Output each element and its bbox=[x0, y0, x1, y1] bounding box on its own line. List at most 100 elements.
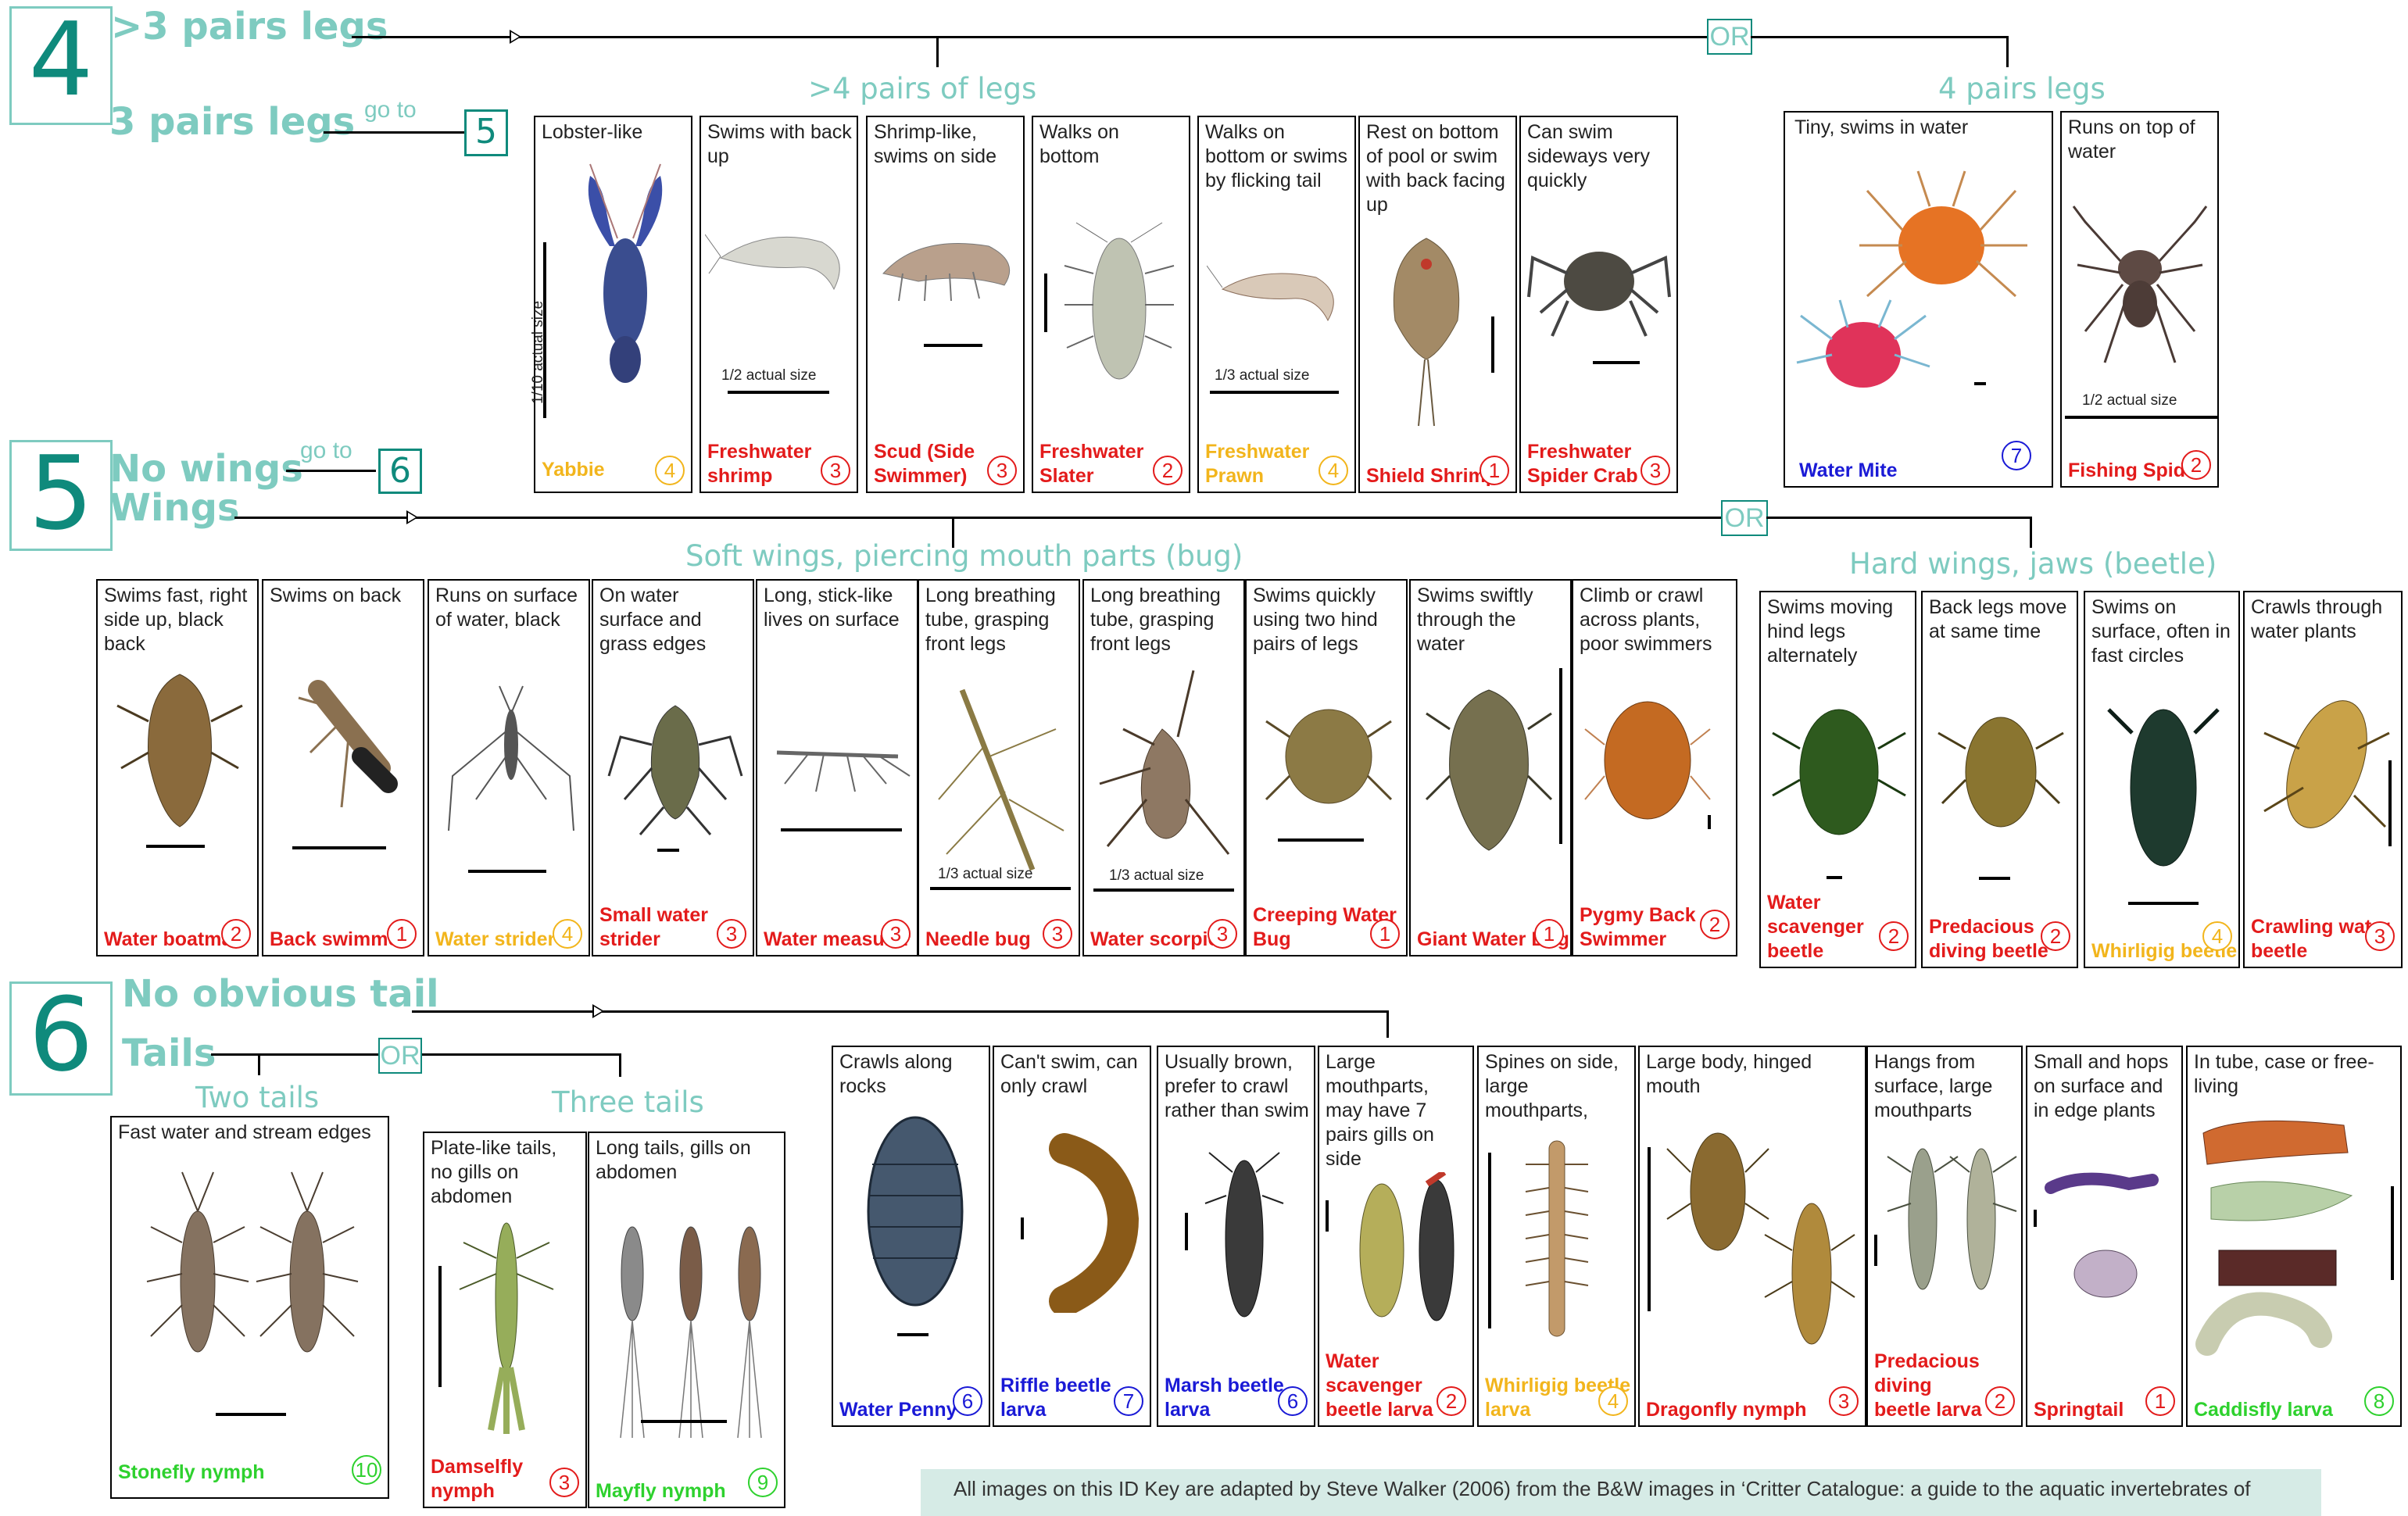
card-description: Long, stick-like lives on surface bbox=[764, 584, 912, 632]
taxon-name: Water Penny bbox=[839, 1398, 957, 1422]
card-back-swimmer[interactable]: Swims on back Back swimmer 1 bbox=[262, 579, 424, 956]
taxon-name: Shield Shrimp bbox=[1366, 464, 1497, 488]
card-freshwater-prawn[interactable]: Walks on bottom or swims by flicking tai… bbox=[1197, 116, 1356, 493]
goto-step-5-box[interactable]: 5 bbox=[464, 109, 508, 156]
card-yabbie[interactable]: Lobster-like 1/10 actual size Yabbie 4 bbox=[534, 116, 692, 493]
taxon-name: Dragonfly nymph bbox=[1646, 1398, 1807, 1422]
taxon-name: Back swimmer bbox=[270, 928, 406, 952]
card-predacious-diving-beetle[interactable]: Back legs move at same time Predacious d… bbox=[1921, 591, 2078, 968]
card-crawling-water-beetle[interactable]: Crawls through water plants Crawling wat… bbox=[2243, 591, 2403, 968]
sensitivity-score: 2 bbox=[1700, 910, 1730, 939]
branch-label-bug: Soft wings, piercing mouth parts (bug) bbox=[685, 539, 1243, 573]
card-dragonfly-nymph[interactable]: Large body, hinged mouth Dragonfly nymph… bbox=[1638, 1046, 1866, 1427]
card-water-measurer[interactable]: Long, stick-like lives on surface Water … bbox=[756, 579, 918, 956]
card-description: Swims swiftly through the water bbox=[1417, 584, 1565, 656]
card-description: Fast water and stream edges bbox=[118, 1121, 383, 1145]
sensitivity-score: 1 bbox=[1480, 456, 1509, 485]
card-water-strider[interactable]: Runs on surface of water, black Water st… bbox=[428, 579, 590, 956]
connector-line bbox=[1766, 517, 2032, 519]
card-mayfly-nymph[interactable]: Long tails, gills on abdomen Mayfly nymp… bbox=[588, 1132, 785, 1508]
sensitivity-score: 3 bbox=[987, 456, 1017, 485]
card-predacious-diving-beetle-larva[interactable]: Hangs from surface, large mouthparts Pre… bbox=[1866, 1046, 2023, 1427]
card-creeping-water-bug[interactable]: Swims quickly using two hind pairs of le… bbox=[1245, 579, 1408, 956]
creeping-water-bug-illustration bbox=[1262, 690, 1395, 815]
card-whirligig-beetle[interactable]: Swims on surface, often in fast circles … bbox=[2084, 591, 2240, 968]
card-water-boatman[interactable]: Swims fast, right side up, black back Wa… bbox=[96, 579, 259, 956]
card-description: Large mouthparts, may have 7 pairs gills… bbox=[1326, 1050, 1468, 1171]
card-caddisfly-larva[interactable]: In tube, case or free-living Caddisfly l… bbox=[2186, 1046, 2402, 1427]
scale-bar bbox=[216, 1413, 286, 1416]
card-marsh-beetle-larva[interactable]: Usually brown, prefer to crawl rather th… bbox=[1157, 1046, 1315, 1427]
yabbie-illustration bbox=[567, 160, 684, 395]
option-more-than-3-pairs-legs: >3 pairs legs bbox=[111, 5, 388, 48]
card-shield-shrimp[interactable]: Rest on bottom of pool or swim with back… bbox=[1358, 116, 1517, 493]
scale-bar bbox=[1491, 316, 1494, 373]
taxon-name: Pygmy Back Swimmer bbox=[1580, 903, 1697, 952]
arrow-icon bbox=[510, 30, 521, 44]
card-damselfly-nymph[interactable]: Plate-like tails, no gills on abdomen Da… bbox=[423, 1132, 587, 1508]
shield-shrimp-illustration bbox=[1379, 234, 1473, 430]
card-water-scorpion[interactable]: Long breathing tube, grasping front legs… bbox=[1082, 579, 1245, 956]
crawling-water-beetle-illustration bbox=[2256, 678, 2393, 866]
card-needle-bug[interactable]: Long breathing tube, grasping front legs… bbox=[918, 579, 1080, 956]
or-box: OR bbox=[1721, 500, 1768, 536]
sensitivity-score: 2 bbox=[2041, 921, 2070, 951]
scale-bar bbox=[1021, 1217, 1024, 1239]
arrow-icon bbox=[592, 1004, 604, 1018]
scale-bar bbox=[1708, 815, 1711, 829]
card-scud[interactable]: Shrimp-like, swims on side Scud (Side Sw… bbox=[866, 116, 1025, 493]
card-water-scavenger-beetle[interactable]: Swims moving hind legs alternately Water… bbox=[1759, 591, 1916, 968]
scale-bar bbox=[781, 828, 902, 831]
card-whirligig-beetle-larva[interactable]: Spines on side, large mouthparts, Whirli… bbox=[1477, 1046, 1636, 1427]
card-description: Swims on back bbox=[270, 584, 418, 608]
sensitivity-score: 3 bbox=[717, 919, 746, 949]
card-freshwater-shrimp[interactable]: Swims with back up 1/2 actual size Fresh… bbox=[700, 116, 858, 493]
card-springtail[interactable]: Small and hops on surface and in edge pl… bbox=[2026, 1046, 2183, 1427]
card-small-water-strider[interactable]: On water surface and grass edges Small w… bbox=[592, 579, 754, 956]
branch-label-more-4-pairs: >4 pairs of legs bbox=[808, 72, 1036, 105]
card-description: In tube, case or free-living bbox=[2194, 1050, 2395, 1099]
goto-label: go to bbox=[300, 438, 352, 464]
goto-step-6-box[interactable]: 6 bbox=[378, 449, 422, 494]
card-fishing-spider[interactable]: Runs on top of water 1/2 actual size Fis… bbox=[2060, 111, 2219, 488]
scale-bar bbox=[930, 887, 1071, 890]
card-pygmy-back-swimmer[interactable]: Climb or crawl across plants, poor swimm… bbox=[1572, 579, 1737, 956]
sensitivity-score: 3 bbox=[1829, 1386, 1859, 1416]
card-description: Swims moving hind legs alternately bbox=[1767, 595, 1910, 668]
card-description: Runs on top of water bbox=[2068, 116, 2213, 164]
back-swimmer-illustration bbox=[295, 674, 404, 815]
card-description: Tiny, swims in water bbox=[1794, 116, 2047, 140]
sensitivity-score: 2 bbox=[1985, 1386, 2015, 1416]
card-water-scavenger-beetle-larva[interactable]: Large mouthparts, may have 7 pairs gills… bbox=[1318, 1046, 1474, 1427]
scale-bar bbox=[657, 849, 679, 852]
whirligig-beetle-illustration bbox=[2097, 686, 2230, 881]
scale-bar bbox=[292, 846, 386, 849]
card-giant-water-bug[interactable]: Swims swiftly through the water Giant Wa… bbox=[1409, 579, 1572, 956]
card-description: Crawls along rocks bbox=[839, 1050, 984, 1099]
scud-illustration bbox=[871, 227, 1020, 305]
scale-bar bbox=[2065, 416, 2217, 419]
card-water-penny[interactable]: Crawls along rocks Water Penny 6 bbox=[832, 1046, 990, 1427]
mayfly-nymph-illustration bbox=[597, 1211, 781, 1446]
spider-crab-illustration bbox=[1525, 227, 1673, 344]
card-description: Rest on bottom of pool or swim with back… bbox=[1366, 120, 1511, 217]
card-stonefly-nymph[interactable]: Fast water and stream edges Stonefly nym… bbox=[110, 1116, 389, 1499]
water-scavenger-beetle-illustration bbox=[1769, 686, 1909, 858]
card-freshwater-slater[interactable]: Walks on bottom Freshwater Slater 2 bbox=[1032, 116, 1190, 493]
scale-bar bbox=[1979, 877, 2010, 880]
taxon-name: Water Mite bbox=[1799, 459, 1897, 483]
card-description: Swims fast, right side up, black back bbox=[104, 584, 252, 656]
card-description: Crawls through water plants bbox=[2251, 595, 2396, 644]
card-water-mite[interactable]: Tiny, swims in water Water Mite 7 bbox=[1784, 111, 2053, 488]
or-box: OR bbox=[1707, 19, 1752, 55]
card-riffle-beetle-larva[interactable]: Can't swim, can only crawl Riffle beetle… bbox=[993, 1046, 1151, 1427]
card-description: Plate-like tails, no gills on abdomen bbox=[431, 1136, 581, 1209]
option-no-wings: No wings bbox=[109, 447, 303, 491]
scale-bar bbox=[2391, 1186, 2394, 1280]
or-box: OR bbox=[378, 1038, 422, 1074]
taxon-name: Stonefly nymph bbox=[118, 1461, 265, 1485]
taxon-name: Needle bug bbox=[925, 928, 1031, 952]
damselfly-nymph-illustration bbox=[456, 1211, 557, 1438]
card-freshwater-spider-crab[interactable]: Can swim sideways very quickly Freshwate… bbox=[1519, 116, 1678, 493]
scale-label: 1/3 actual size bbox=[1215, 367, 1309, 384]
